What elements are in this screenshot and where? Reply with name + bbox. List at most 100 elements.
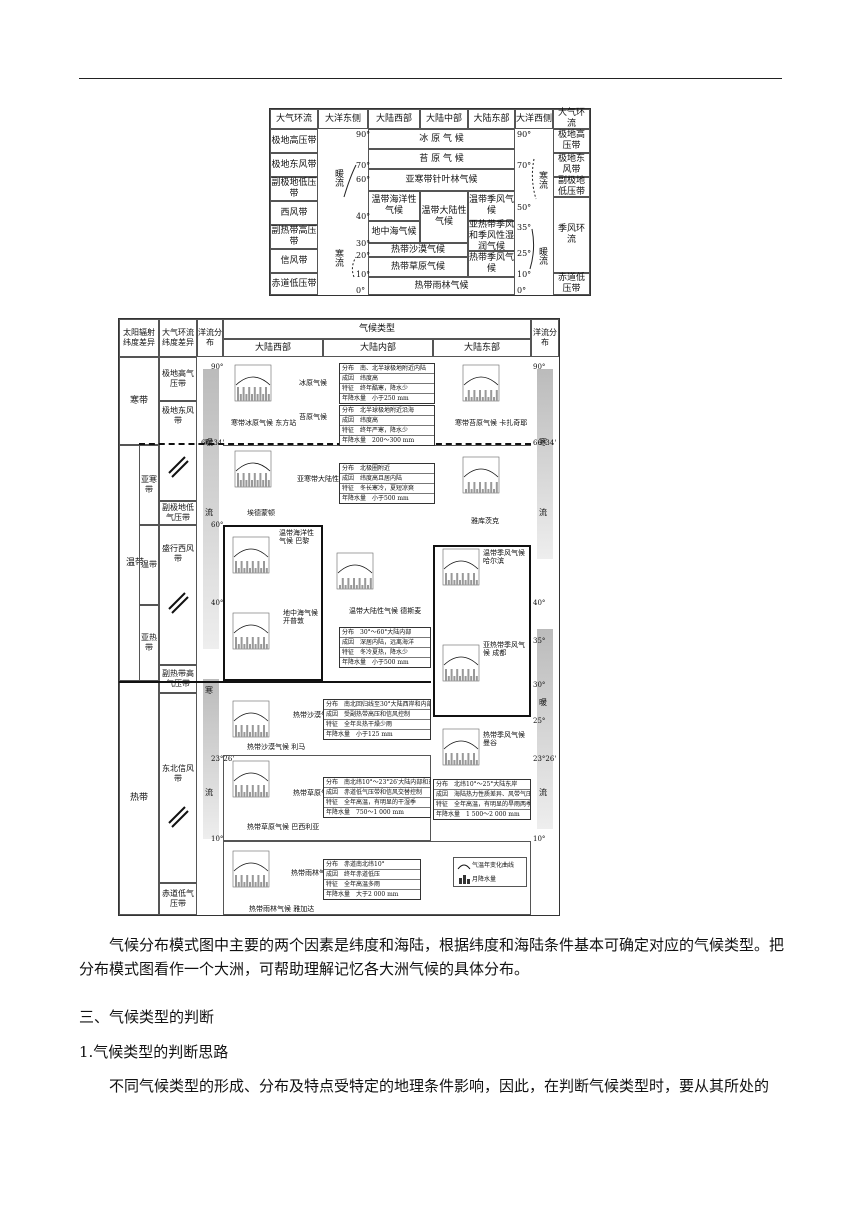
climate-subtrop-monsoon: 亚热带季风和季风性湿润气候 [468, 219, 515, 252]
climate-marine: 温带海洋性气候 [368, 191, 420, 221]
current-arrows-icon [529, 158, 537, 270]
station-label: 亚热带季风气候 成都 [483, 641, 525, 657]
info-row: 成因 纬度高 [340, 416, 434, 426]
paragraph: 不同气候类型的形成、分布及特点受特定的地理条件影响，因此，在判断气候类型时，要从… [109, 1077, 770, 1095]
info-box-trop-monsoon: 分布 北纬10°～25°大陆东岸 成因 海陆热力性质差异、风带气压带季节性移动 … [433, 779, 531, 820]
lat-mark: 66°34' [533, 439, 557, 447]
lat-mark: 35° [533, 637, 546, 645]
station-label: 热带雨林气候 雅加达 [249, 905, 315, 913]
info-row: 特征 全年高温，有明显的干湿季 [324, 798, 430, 808]
header-cell: 大洋东侧 [318, 109, 368, 129]
west-temperate-box [223, 525, 323, 681]
cold-current-label: 寒流 [333, 249, 343, 267]
legend-label: 月降水量 [472, 876, 497, 883]
warm-current-arrow [203, 369, 219, 649]
station-label: 雅库茨克 [471, 517, 499, 525]
info-row: 年降水量 小于125 mm [326, 731, 393, 738]
climograph-icon [336, 552, 374, 590]
climate-model-diagram: 大气环流 大洋东侧 大陆西部 大陆中部 大陆东部 大洋西侧 大气环流 极地高压带… [269, 108, 591, 296]
belt-label: 赤道低压带 [270, 273, 318, 295]
climograph-icon [232, 700, 270, 738]
station-label: 热带季风气候 曼谷 [483, 731, 525, 747]
cold-current-arrow [537, 369, 553, 559]
climate-continental: 温带大陆性气候 [420, 191, 468, 243]
info-row: 年降水量 小于500 mm [342, 659, 409, 666]
lat-mark: 25° [533, 717, 546, 725]
zone-tropical: 热带 [119, 681, 159, 915]
belt-cell: 极地高气压带 [159, 357, 197, 401]
warm-current-label: 暖流 [537, 247, 547, 265]
station-label: 温带海洋性气候 巴黎 [279, 529, 314, 545]
rainforest-box [223, 841, 531, 915]
paragraph: 气候分布模式图中主要的两个因素是纬度和海陆，根据纬度和海陆条件基本可确定对应的气… [79, 936, 785, 978]
info-row: 年降水量 小于250 mm [342, 395, 409, 402]
belt-cell: 赤道低气压带 [159, 883, 197, 915]
climograph-icon [232, 612, 270, 650]
belt-cell: 盛行西风带 [159, 525, 197, 665]
climate-name: 热带雨林气候 [291, 869, 333, 877]
info-row: 特征 全年高温，有明显的旱雨两季 [434, 801, 530, 810]
subsection-heading: 1.气候类型的判断思路 [79, 1043, 229, 1061]
info-row: 分布 南北纬10°～23°26′大陆内部和东部 [324, 779, 430, 788]
header-cell: 大气环流 [270, 109, 318, 129]
current-label: 流 [539, 788, 547, 797]
lat-label: 35° [517, 223, 532, 232]
warm-current-arrow [537, 629, 553, 829]
wind-arrows-icon [168, 806, 189, 828]
climograph-icon [462, 364, 500, 402]
legend: 气温年变化曲线 月降水量 [453, 857, 527, 887]
col-header: 大陆西部 [223, 339, 323, 357]
station-label: 热带沙漠气候 利马 [247, 743, 306, 751]
warm-current-label: 暖流 [333, 169, 343, 187]
climate-subarctic: 亚寒带针叶林气候 [368, 169, 515, 191]
info-row: 成因 海陆热力性质差异、风带气压带季节性移动 [434, 790, 530, 800]
info-box-subarctic: 分布 北极圈附近 成因 纬度高且居内陆 特征 冬长寒冷，夏短凉爽 年降水量 小于… [339, 463, 435, 504]
info-box-savanna: 分布 南北纬10°～23°26′大陆内部和东部 成因 赤道低气压带和信风交替控制… [323, 777, 431, 818]
subzone: 温带 [139, 525, 159, 605]
station-label: 埃德蒙顿 [247, 509, 275, 517]
station-label: 热带草原气候 巴西利亚 [247, 823, 320, 831]
current-label: 流 [205, 508, 213, 517]
col-header: 大陆东部 [433, 339, 531, 357]
belt-label: 季风环流 [553, 197, 590, 273]
climograph-icon [232, 850, 270, 888]
lat-label: 70° [356, 161, 371, 170]
info-row: 成因 纬度高 [340, 374, 434, 384]
col-header: 洋流分布 [531, 319, 559, 357]
lat-mark: 40° [211, 599, 224, 607]
station-label: 地中海气候 开普敦 [283, 609, 318, 625]
info-row: 特征 冬冷夏热，降水少 [340, 648, 430, 658]
precip-bar-icon [459, 875, 470, 884]
lat-label: 70° [517, 161, 532, 170]
legend-label: 气温年变化曲线 [472, 862, 515, 869]
belt-cell: 东北信风带 [159, 693, 197, 883]
belt-label: 副极地低压带 [270, 177, 318, 201]
climate-temp-monsoon: 温带季风气候 [468, 191, 515, 221]
lat-label: 10° [517, 270, 532, 279]
cold-current-arrow [203, 679, 219, 839]
info-box-continental: 分布 30°～60°大陆内部 成因 深居内陆，远离海洋 特征 冬冷夏热，降水少 … [339, 627, 431, 668]
info-row: 成因 受副热带高压和信风控制 [324, 710, 430, 720]
lat-mark: 30° [533, 681, 546, 689]
lat-label: 50° [517, 203, 532, 212]
belt-cell: 副热带高气压带 [159, 665, 197, 693]
climate-name: 苔原气候 [299, 413, 327, 421]
climate-rainforest: 热带雨林气候 [368, 277, 515, 295]
wind-arrows-icon [168, 456, 189, 614]
info-row: 成因 深居内陆，远离海洋 [340, 638, 430, 648]
lat-label: 30° [356, 239, 371, 248]
belt-label: 西风带 [270, 201, 318, 225]
lat-label: 0° [517, 286, 527, 295]
belt-label: 极地东风带 [553, 153, 590, 177]
current-arrows-icon [343, 164, 357, 278]
belt-label: 副极地低压带 [553, 176, 590, 197]
temp-curve-icon [457, 864, 471, 870]
belt-cell: 副极地低气压带 [159, 501, 197, 525]
belt-label: 赤道低压带 [553, 273, 590, 295]
info-row: 年降水量 大于2 000 mm [326, 891, 399, 898]
zone-cold: 寒带 [119, 357, 159, 445]
info-row: 分布 北半球极地附近沿海 [340, 406, 434, 416]
col-header: 洋流分布 [197, 319, 223, 357]
info-row: 特征 全年炎热干燥少雨 [324, 720, 430, 730]
station-label: 寒带苔原气候 卡扎奇耶 [455, 419, 528, 427]
